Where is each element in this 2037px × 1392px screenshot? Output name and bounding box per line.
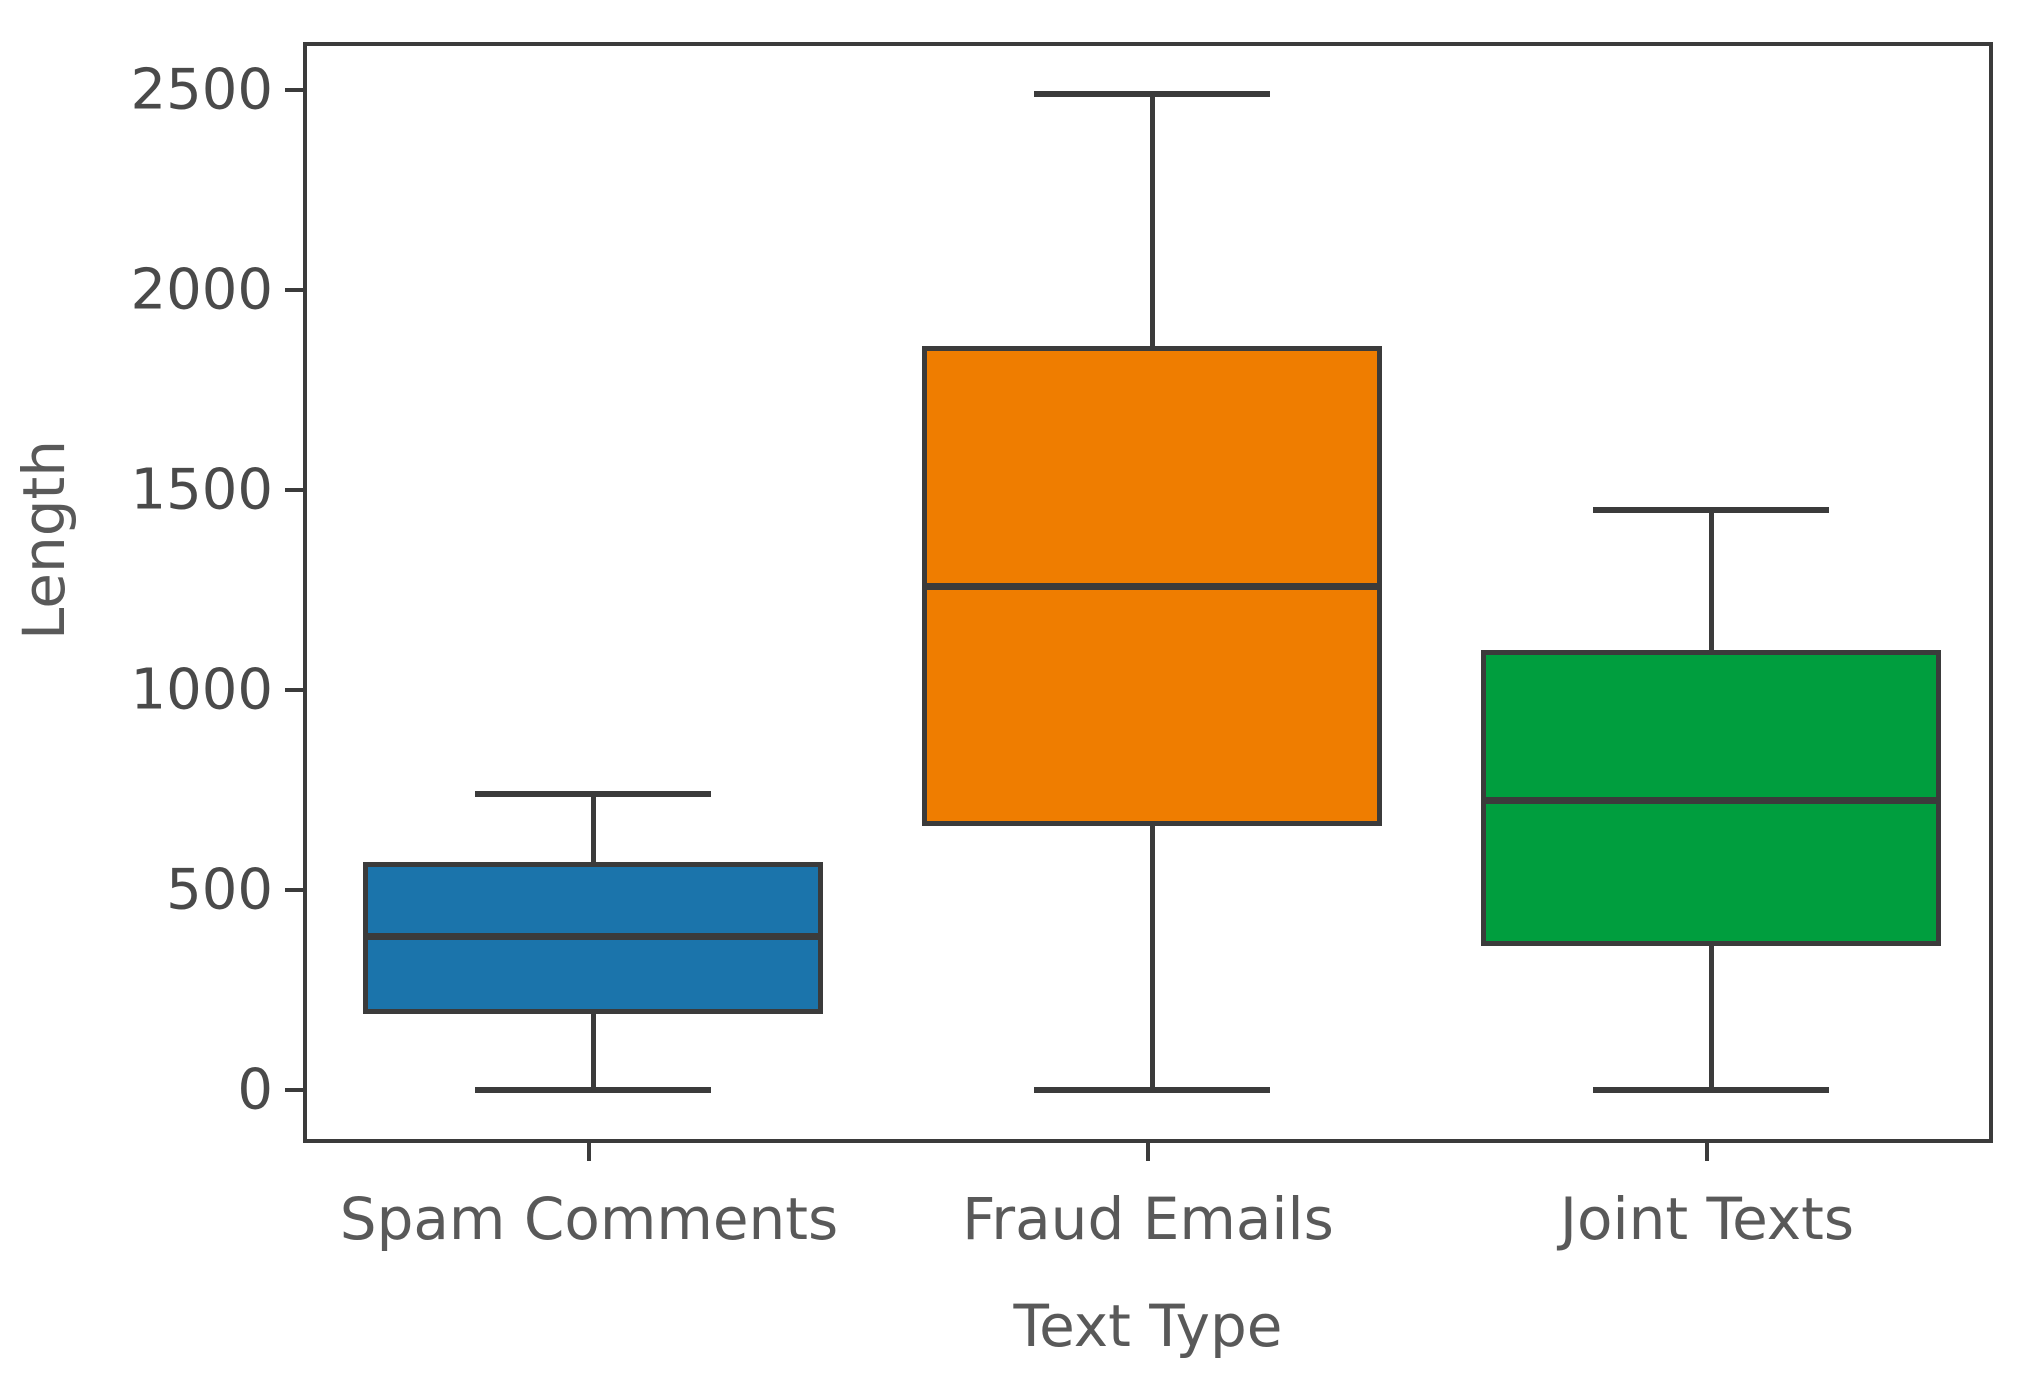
whisker-cap-upper	[1593, 507, 1829, 513]
x-axis-tick-label-spam-comments: Spam Comments	[339, 1185, 839, 1253]
y-axis-tick-label: 1000	[130, 657, 273, 723]
y-axis-tick-mark	[285, 288, 303, 292]
whisker-cap-lower	[1593, 1087, 1829, 1093]
y-axis-tick-label: 2000	[130, 257, 273, 323]
x-axis-label: Text Type	[1013, 1292, 1283, 1360]
x-axis-tick-mark	[1705, 1143, 1709, 1161]
median-line	[363, 932, 823, 940]
y-axis-tick-label: 1500	[130, 457, 273, 523]
median-line	[922, 582, 1382, 590]
plot-area	[307, 46, 1989, 1139]
y-axis-label: Length	[10, 439, 78, 640]
x-axis-tick-label-fraud-emails: Fraud Emails	[962, 1185, 1334, 1253]
median-line	[1481, 796, 1941, 804]
y-axis-tick-label: 0	[237, 1057, 273, 1123]
whisker-upper	[1149, 94, 1155, 346]
whisker-lower	[590, 1014, 596, 1090]
whisker-upper	[1708, 510, 1714, 650]
y-axis-tick-mark	[285, 888, 303, 892]
whisker-cap-lower	[1034, 1087, 1270, 1093]
y-axis-tick-label: 500	[166, 857, 273, 923]
whisker-cap-upper	[475, 791, 711, 797]
whisker-lower	[1149, 826, 1155, 1090]
whisker-cap-lower	[475, 1087, 711, 1093]
plot-frame	[303, 42, 1993, 1143]
x-axis-tick-mark	[1146, 1143, 1150, 1161]
x-axis-tick-label-joint-texts: Joint Texts	[1559, 1185, 1855, 1253]
whisker-upper	[590, 794, 596, 862]
y-axis-tick-mark	[285, 88, 303, 92]
x-axis-tick-mark	[587, 1143, 591, 1161]
whisker-cap-upper	[1034, 91, 1270, 97]
whisker-lower	[1708, 946, 1714, 1090]
y-axis-tick-label: 2500	[130, 57, 273, 123]
y-axis-tick-mark	[285, 1088, 303, 1092]
y-axis-tick-mark	[285, 488, 303, 492]
y-axis-tick-mark	[285, 688, 303, 692]
